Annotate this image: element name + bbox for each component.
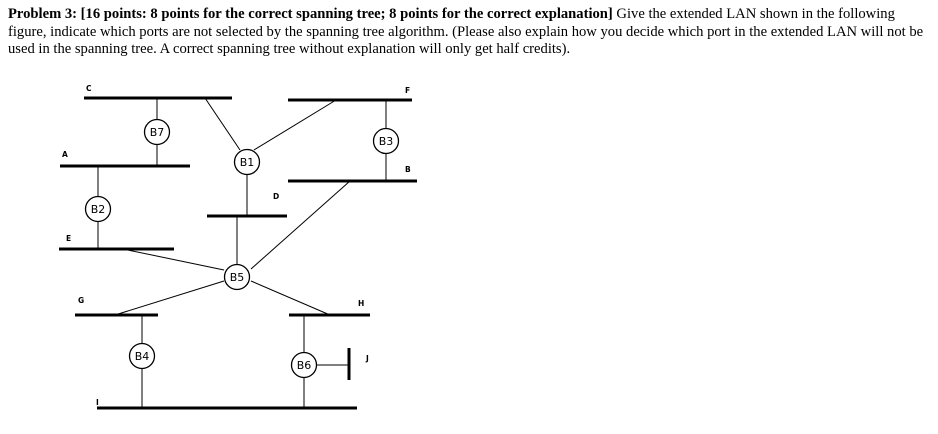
bridge-b3: B3: [372, 127, 400, 155]
lan-label-f: F: [405, 86, 410, 95]
link-b1-c: [204, 97, 241, 151]
bridge-label-b7: B7: [150, 126, 165, 139]
bridge-label-b4: B4: [135, 350, 150, 363]
lan-labels: C A E F B D G H I J: [62, 84, 411, 407]
bridge-b2: B2: [84, 195, 112, 223]
bridge-label-b2: B2: [91, 203, 106, 216]
problem-heading: Problem 3: [16 points: 8 points for the …: [8, 6, 613, 22]
lan-label-a: A: [62, 150, 68, 159]
bridge-b7: B7: [143, 118, 171, 146]
link-b5-b: [250, 180, 351, 270]
link-b1-f: [253, 99, 337, 151]
problem-statement: Problem 3: [16 points: 8 points for the …: [8, 6, 928, 59]
link-b5-h: [250, 280, 331, 316]
lan-label-g: G: [78, 296, 84, 305]
bridge-b6: B6: [290, 351, 318, 379]
lan-label-c: C: [86, 84, 92, 93]
lan-segments: [59, 96, 417, 410]
link-b5-g: [114, 280, 225, 316]
bridge-label-b1: B1: [240, 156, 255, 169]
bridge-label-b3: B3: [379, 135, 394, 148]
lan-label-h: H: [358, 299, 364, 308]
lan-label-d: D: [273, 192, 279, 201]
bridge-b5: B5: [223, 263, 251, 291]
lan-label-e: E: [66, 234, 71, 243]
link-b5-e: [122, 248, 225, 271]
connection-links: [97, 97, 387, 408]
bridge-b1: B1: [233, 148, 261, 176]
lan-label-b: B: [405, 165, 411, 174]
lan-label-i: I: [96, 398, 99, 407]
bridge-label-b6: B6: [297, 359, 312, 372]
lan-label-j: J: [365, 354, 369, 363]
bridge-b4: B4: [128, 342, 156, 370]
bridge-label-b5: B5: [230, 271, 245, 284]
problem-body: Give the extended LAN shown in the follo…: [8, 6, 924, 57]
